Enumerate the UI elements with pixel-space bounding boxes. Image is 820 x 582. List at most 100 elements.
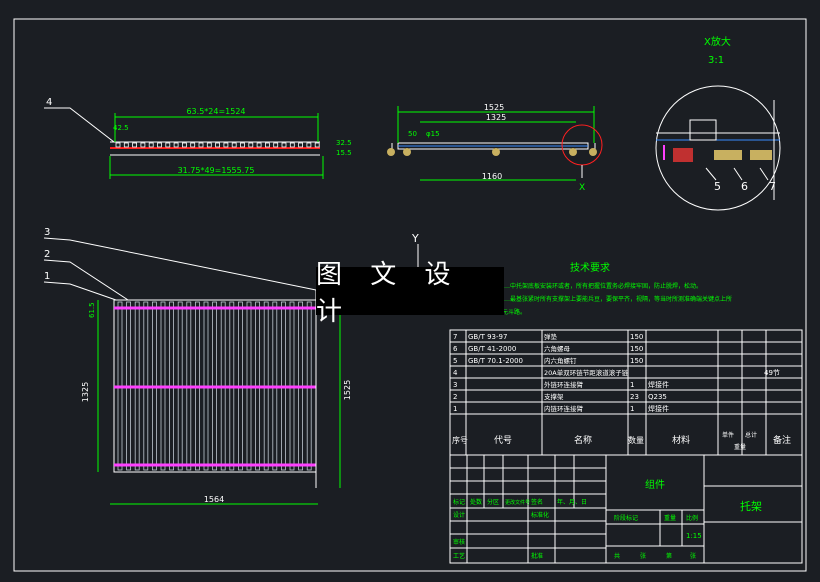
row-label-approve: 批准 (531, 552, 543, 560)
bom-row-weight: 49节 (764, 369, 780, 377)
bom-row-name: 弹垫 (544, 332, 558, 341)
detail-view: X放大 3:1 5 6 7 (655, 35, 781, 211)
sheet-label-no: 第 (666, 552, 672, 560)
title-block: 标记 处数 分区 更改文件号 签名 年、月、日 设计 标准化 审核 工艺 批准 … (449, 454, 803, 564)
bom-header-total: 总计 (745, 431, 757, 439)
leader-label-2: 2 (44, 249, 50, 260)
chain-tooth (148, 142, 154, 148)
chain-tooth (281, 142, 287, 148)
row-label-review: 审核 (453, 538, 465, 546)
bom-header-single: 单件 (722, 431, 734, 439)
bom-row-qty: 1 (630, 381, 634, 389)
bom-row-no: 3 (453, 381, 457, 389)
bom-row-qty: 150 (630, 333, 643, 341)
detail-label-7: 7 (769, 180, 776, 193)
section-label-x: X (579, 183, 585, 193)
chain-tooth (248, 142, 254, 148)
sheet-label-sheet: 张 (690, 552, 696, 560)
dim-strip-small-1: 42.5 (113, 124, 129, 132)
rev-label-sign: 签名 (531, 498, 543, 506)
bom-row-no: 1 (453, 405, 457, 413)
dim-side-1325: 1325 (486, 113, 506, 122)
bom-header-no: 序号 (452, 435, 468, 445)
chain-tooth (157, 142, 162, 148)
bom-row-no: 6 (453, 345, 458, 353)
top-strip-view: 63.5*24=1524 31.75*49=1555.75 42.5 32.5 … (44, 97, 352, 179)
chain-tooth (181, 142, 187, 148)
sheet-label-total: 共 (614, 552, 620, 560)
chain-tooth (273, 142, 279, 148)
chain-tooth (215, 142, 221, 148)
chain-tooth (206, 142, 212, 148)
dim-bottom-strip: 31.75*49=1555.75 (178, 166, 255, 175)
rev-label-mark: 标记 (453, 498, 465, 506)
rev-label-zone: 分区 (487, 498, 499, 506)
tech-title: 技术要求 (570, 261, 610, 274)
tech-line-1: …中托架底板安装环或者，所有把握位置务必焊接牢固，防止脱焊，松动。 (504, 282, 702, 290)
assembly-label: 组件 (645, 478, 665, 491)
sheet-label-sheets: 张 (640, 552, 646, 560)
scale-label: 比例 (686, 514, 698, 522)
leader-label-1: 1 (44, 271, 50, 282)
bom-row-no: 7 (453, 333, 457, 341)
bom-row-qty: 23 (630, 393, 639, 401)
chain-tooth (173, 142, 179, 148)
bom-row-mat: Q235 (648, 393, 667, 401)
detail-label-5: 5 (714, 180, 721, 193)
side-view: 1525 1325 1160 50 φ15 X (387, 103, 603, 193)
bom-row-qty: 150 (630, 357, 643, 365)
weight-label: 重量 (664, 514, 676, 522)
bom-row-name: 内链环连接臂 (544, 404, 584, 413)
chain-tooth (289, 142, 295, 148)
chain-tooth (132, 142, 138, 148)
bom-header-weight: 重量 (734, 443, 746, 451)
chain-tooth (223, 142, 229, 148)
rev-label-docno: 更改文件号 (505, 499, 530, 506)
detail-title: X放大 (704, 35, 731, 48)
chain-tooth (231, 142, 237, 148)
row-label-standard: 标准化 (531, 511, 549, 519)
bom-row-mat: 焊接件 (648, 404, 669, 413)
dim-side-1160: 1160 (482, 172, 502, 181)
chain-tooth (123, 142, 129, 148)
rev-label-count: 处数 (470, 498, 482, 506)
leader-label-4: 4 (46, 97, 52, 108)
bom-row-name: 支撑架 (544, 392, 564, 401)
part-name: 托架 (740, 499, 762, 513)
chain-tooth (240, 142, 245, 148)
detail-label-6: 6 (741, 180, 748, 193)
bom-row-name: 六角螺母 (544, 344, 571, 353)
stage-label: 阶段标记 (614, 514, 638, 522)
dim-side-phi15: φ15 (426, 130, 440, 138)
chain-tooth (314, 142, 320, 148)
chain-tooth (198, 142, 204, 148)
bom-header-qty: 数量 (628, 435, 644, 445)
bom-row-mat: 焊接件 (648, 380, 669, 389)
dim-side-50: 50 (408, 130, 417, 138)
bom-header-note: 备注 (773, 434, 791, 446)
chain-tooth (298, 142, 304, 148)
bom-row-name: 内六角螺钉 (544, 356, 577, 365)
bom-row-name: 外链环连接臂 (544, 380, 584, 389)
tech-line-2: …最基张紧时所有支撑架上要能兵豆，要保平齐，视隔，等当时所测准确端关键点上所 (504, 295, 732, 303)
leader-label-3: 3 (44, 227, 50, 238)
plan-view: Y 1325 1525 1564 61.5 3 2 1 (43, 227, 419, 505)
bom-row-code: GB/T 93-97 (468, 333, 507, 341)
bom-header-mat: 材料 (672, 434, 690, 446)
chain-tooth (115, 142, 121, 148)
watermark: 图 文 设 计 (316, 260, 504, 327)
dim-strip-small-2: 32.5 (336, 139, 352, 147)
row-label-process: 工艺 (453, 552, 465, 560)
dim-plan-small: 61.5 (88, 302, 96, 318)
bom-header-code: 代号 (494, 435, 512, 446)
chain-tooth (264, 142, 270, 148)
chain-tooth (256, 142, 262, 148)
dim-plan-1525: 1525 (343, 380, 352, 400)
dim-plan-1564: 1564 (204, 495, 224, 504)
scale-value: 1:15 (686, 532, 702, 540)
dim-side-1525: 1525 (484, 103, 504, 112)
chain-tooth (190, 142, 196, 148)
